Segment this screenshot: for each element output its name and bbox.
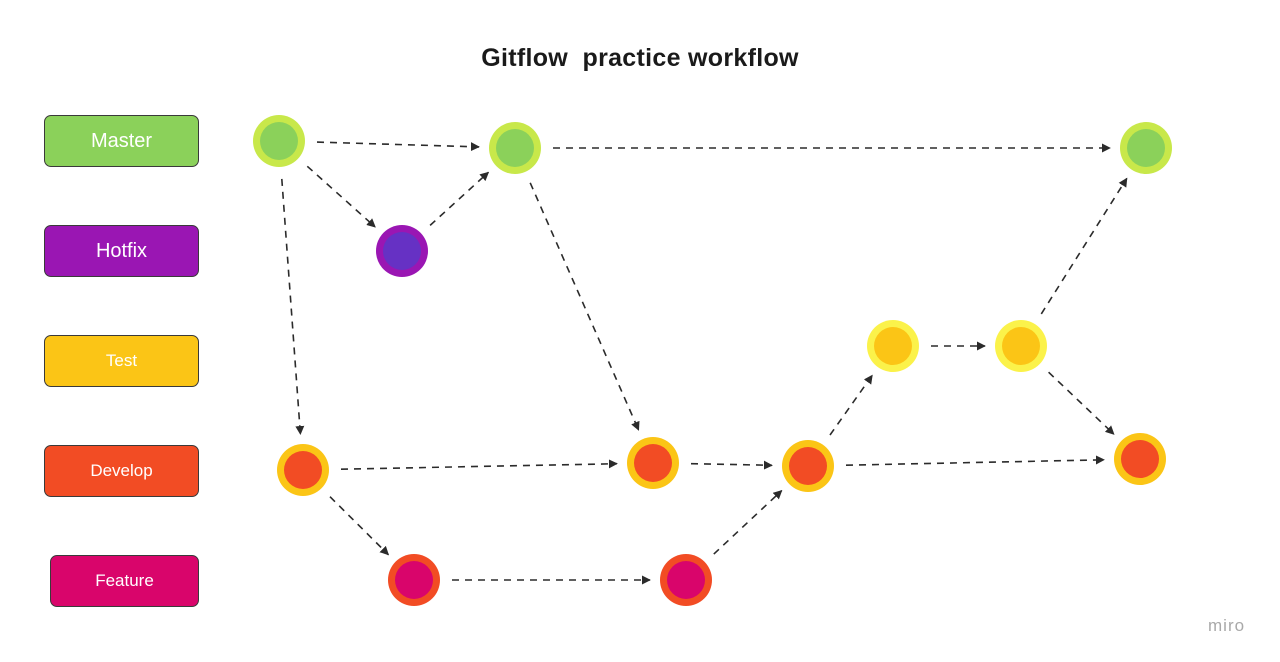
lane-label-test[interactable]: Test	[44, 335, 199, 387]
node-test-t2[interactable]	[995, 320, 1047, 372]
edge-t2-m3[interactable]	[1040, 177, 1128, 315]
node-test-t1[interactable]	[867, 320, 919, 372]
nodes-layer	[253, 115, 1172, 606]
node-feature-f2[interactable]	[660, 554, 712, 606]
edge-f2-d3[interactable]	[713, 489, 783, 555]
lane-label-hotfix[interactable]: Hotfix	[44, 225, 199, 277]
diagram-title: Gitflow practice workflow	[481, 44, 799, 72]
edge-d1-d2[interactable]	[340, 459, 618, 470]
node-develop-d1[interactable]	[277, 444, 329, 496]
node-hotfix-h1[interactable]	[376, 225, 428, 277]
node-develop-d2[interactable]	[627, 437, 679, 489]
edge-m1-h1[interactable]	[306, 165, 376, 228]
lane-label-develop[interactable]: Develop	[44, 445, 199, 497]
node-master-m2[interactable]	[489, 122, 541, 174]
edge-m2-d2[interactable]	[529, 182, 640, 431]
node-master-m1[interactable]	[253, 115, 305, 167]
edge-h1-m2[interactable]	[429, 171, 490, 226]
node-develop-d3[interactable]	[782, 440, 834, 492]
node-master-m3[interactable]	[1120, 122, 1172, 174]
edge-d3-d4[interactable]	[845, 455, 1105, 466]
edge-t2-d4[interactable]	[1048, 371, 1115, 435]
miro-watermark: miro	[1208, 616, 1246, 635]
edge-d1-f1[interactable]	[329, 496, 390, 556]
lane-label-feature[interactable]: Feature	[50, 555, 199, 607]
node-develop-d4[interactable]	[1114, 433, 1166, 485]
edge-m1-m2[interactable]	[316, 141, 480, 152]
edge-d2-d3[interactable]	[690, 460, 773, 470]
lane-label-master[interactable]: Master	[44, 115, 199, 167]
edge-m1-d1[interactable]	[281, 178, 305, 435]
edge-d3-t1[interactable]	[829, 374, 873, 436]
edges-layer	[281, 141, 1128, 585]
node-feature-f1[interactable]	[388, 554, 440, 606]
